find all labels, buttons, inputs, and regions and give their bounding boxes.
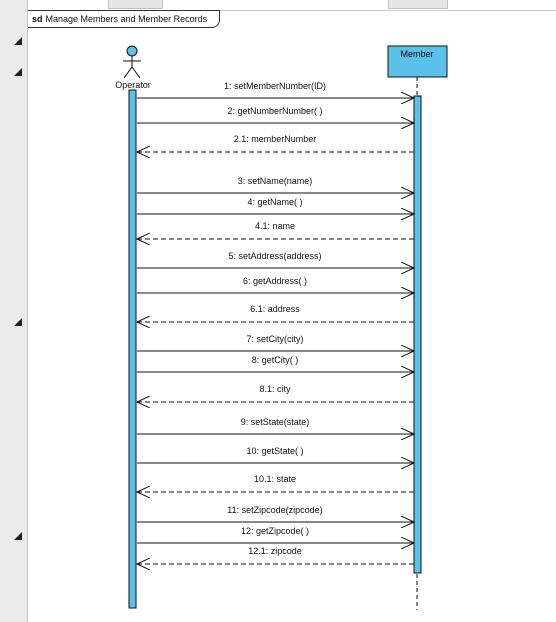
messages: 1: setMemberNumber(ID) 2: getNumberNumber… bbox=[137, 81, 414, 564]
message-label: 6.1: address bbox=[250, 304, 300, 314]
member-label: Member bbox=[400, 49, 433, 59]
frame-title: Manage Members and Member Records bbox=[45, 14, 208, 24]
message-label: 10.1: state bbox=[254, 474, 296, 484]
message-label: 2: getNumberNumber( ) bbox=[227, 106, 322, 116]
operator-actor-icon[interactable] bbox=[123, 45, 141, 79]
left-gutter bbox=[0, 0, 28, 622]
editor-tab[interactable] bbox=[108, 0, 163, 9]
operator-activation[interactable] bbox=[128, 89, 137, 609]
message-label: 1: setMemberNumber(ID) bbox=[224, 81, 326, 91]
message-label: 3: setName(name) bbox=[238, 176, 313, 186]
operator-label: Operator bbox=[115, 80, 151, 90]
message-label: 9: setState(state) bbox=[241, 417, 310, 427]
member-activation[interactable] bbox=[413, 95, 422, 574]
top-strip bbox=[28, 0, 556, 11]
frame-keyword: sd bbox=[32, 14, 43, 24]
message-label: 8: getCity( ) bbox=[252, 355, 299, 365]
message-label: 7: setCity(city) bbox=[246, 334, 303, 344]
collapse-marker-icon[interactable] bbox=[14, 532, 22, 540]
message-label: 12: getZipcode( ) bbox=[241, 526, 309, 536]
message-label: 4: getName( ) bbox=[247, 197, 302, 207]
collapse-marker-icon[interactable] bbox=[14, 318, 22, 326]
message-label: 11: setZipcode(zipcode) bbox=[227, 505, 322, 515]
collapse-marker-icon[interactable] bbox=[14, 68, 22, 76]
message-label: 8.1: city bbox=[259, 384, 291, 394]
message-label: 2.1: memberNumber bbox=[234, 134, 317, 144]
message-label: 10: getState( ) bbox=[246, 446, 303, 456]
message-label: 5: setAddress(address) bbox=[228, 251, 321, 261]
message-label: 4.1: name bbox=[255, 221, 295, 231]
message-label: 6: getAddress( ) bbox=[243, 276, 307, 286]
collapse-marker-icon[interactable] bbox=[14, 37, 22, 45]
message-label: 12.1: zipcode bbox=[248, 546, 302, 556]
editor-tab[interactable] bbox=[388, 0, 448, 9]
